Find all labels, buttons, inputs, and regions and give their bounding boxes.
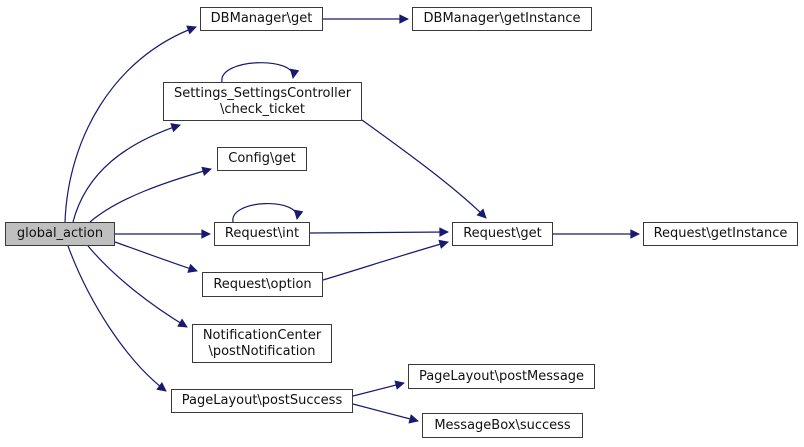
node-global-action-label: global_action: [16, 226, 104, 241]
node-notification-center[interactable]: NotificationCenter \postNotification: [192, 324, 332, 363]
node-messagebox-success[interactable]: MessageBox\success: [422, 413, 583, 438]
node-request-option-label: Request\option: [213, 276, 312, 292]
node-notification-center-label-line1: NotificationCenter: [202, 327, 322, 343]
node-dbmanager-getinstance-label: DBManager\getInstance: [423, 11, 581, 26]
node-global-action: global_action: [5, 222, 115, 246]
edge-request-int-self-loop: [232, 202, 304, 223]
edge-global-to-config-get: [89, 166, 212, 223]
node-messagebox-success-label: MessageBox\success: [434, 417, 571, 433]
node-request-getinstance[interactable]: Request\getInstance: [643, 222, 798, 246]
node-check-ticket-label-line2: \check_ticket: [220, 101, 305, 117]
node-pagelayout-postmessage[interactable]: PageLayout\postMessage: [408, 364, 595, 389]
edge-global-to-dbmanager-get: [64, 25, 197, 223]
node-request-get-label: Request\get: [463, 226, 542, 241]
node-request-get[interactable]: Request\get: [452, 222, 553, 246]
node-request-option[interactable]: Request\option: [202, 272, 323, 297]
edge-request-option-to-request-get: [322, 239, 449, 281]
edge-global-to-notification: [87, 245, 188, 328]
edge-postsuccess-to-messagebox: [352, 403, 419, 424]
node-config-get[interactable]: Config\get: [217, 147, 307, 171]
edge-global-to-postsuccess: [67, 245, 167, 392]
edge-global-to-request-option: [114, 241, 198, 273]
node-request-int-label: Request\int: [224, 226, 300, 241]
node-request-getinstance-label: Request\getInstance: [653, 226, 788, 241]
edge-postsuccess-to-postmessage: [352, 380, 405, 397]
node-check-ticket-label-line1: Settings_SettingsController: [173, 85, 352, 101]
edge-global-to-check-ticket: [72, 123, 181, 223]
node-config-get-label: Config\get: [228, 151, 296, 166]
node-dbmanager-getinstance[interactable]: DBManager\getInstance: [412, 7, 592, 31]
edge-request-int-to-request-get: [309, 227, 449, 237]
node-check-ticket[interactable]: Settings_SettingsController \check_ticke…: [163, 82, 362, 121]
node-pagelayout-postsuccess-label: PageLayout\postSuccess: [181, 393, 343, 408]
node-dbmanager-get[interactable]: DBManager\get: [200, 7, 323, 31]
node-notification-center-label-line2: \postNotification: [208, 343, 316, 359]
node-dbmanager-get-label: DBManager\get: [210, 11, 313, 26]
node-request-int[interactable]: Request\int: [214, 222, 310, 246]
edge-check-ticket-self-loop: [221, 62, 300, 83]
node-pagelayout-postmessage-label: PageLayout\postMessage: [418, 368, 585, 384]
node-pagelayout-postsuccess[interactable]: PageLayout\postSuccess: [171, 389, 353, 413]
edge-check-ticket-to-request-get: [361, 119, 487, 219]
